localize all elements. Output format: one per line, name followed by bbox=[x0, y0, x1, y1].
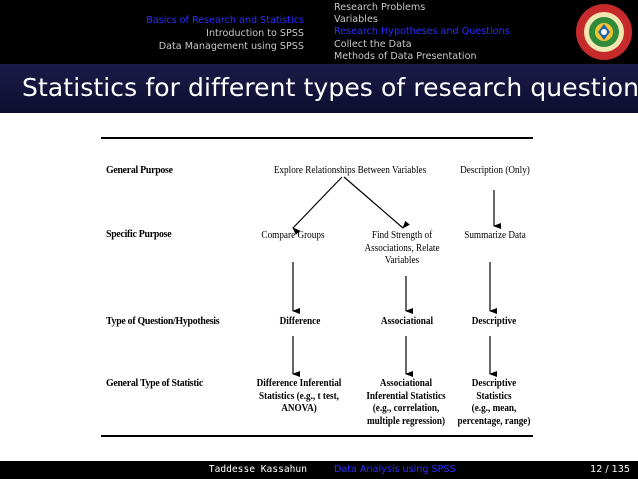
associational-stat-line-4: multiple regression) bbox=[366, 415, 446, 427]
difference-stat-line-3: ANOVA) bbox=[281, 403, 317, 414]
nav-subsection-variables[interactable]: Variables bbox=[334, 14, 378, 26]
nav-subsection-data-presentation[interactable]: Methods of Data Presentation bbox=[334, 50, 477, 62]
compare-groups-label: Compare Groups bbox=[261, 230, 325, 241]
associational-stat-line-2: Inferential Statistics bbox=[366, 390, 446, 402]
find-strength-line-2: Associations, Relate bbox=[364, 242, 440, 254]
difference-stat-line-2: Statistics (e.g., t test, bbox=[259, 390, 339, 402]
associational-stat-line-3: (e.g., correlation, bbox=[372, 403, 440, 414]
summarize-data-label: Summarize Data bbox=[464, 230, 526, 241]
descriptive-stat-line-2: (e.g., mean, bbox=[471, 403, 517, 414]
find-strength-label: Find Strength of Associations, Relate Va… bbox=[356, 230, 448, 268]
explore-relationships-text: Explore Relationships Between Variables bbox=[273, 165, 427, 176]
difference-statistics-label: Difference Inferential Statistics (e.g.,… bbox=[250, 378, 348, 416]
nav-subsection-research-problems[interactable]: Research Problems bbox=[334, 2, 426, 13]
nav-section-spss-intro[interactable]: Introduction to SPSS bbox=[206, 28, 304, 39]
branch-arrow-compare bbox=[292, 176, 343, 236]
footer-course-title[interactable]: Data Analysis using SPSS bbox=[334, 464, 456, 475]
explore-relationships-label: Explore Relationships Between Variables bbox=[258, 165, 442, 178]
descriptive-statistics-label: Descriptive Statistics (e.g., mean, perc… bbox=[454, 378, 535, 428]
slide-title: Statistics for different types of resear… bbox=[22, 73, 638, 102]
section-nav-left: Basics of Research and Statistics Introd… bbox=[0, 14, 304, 53]
nav-section-data-management[interactable]: Data Management using SPSS bbox=[158, 41, 304, 52]
row-label-statistic-type: General Type of Statistic bbox=[106, 378, 203, 389]
find-strength-line-1: Find Strength of bbox=[371, 230, 433, 241]
description-only-label: Description (Only) bbox=[455, 165, 534, 178]
navigation-header: Basics of Research and Statistics Introd… bbox=[0, 0, 638, 64]
slide-title-bar: Statistics for different types of resear… bbox=[0, 64, 638, 113]
subsection-nav-right: Research Problems Variables Research Hyp… bbox=[334, 2, 510, 63]
associational-label: Associational bbox=[380, 316, 434, 327]
difference-stat-line-1: Difference Inferential bbox=[256, 378, 342, 389]
difference-label: Difference bbox=[279, 316, 321, 327]
row-label-specific-purpose: Specific Purpose bbox=[106, 229, 172, 240]
figure-top-rule bbox=[101, 137, 533, 139]
associational-stat-line-1: Associational bbox=[379, 378, 433, 389]
nav-subsection-collect-data[interactable]: Collect the Data bbox=[334, 38, 412, 50]
nav-section-basics[interactable]: Basics of Research and Statistics bbox=[146, 15, 304, 26]
branch-arrow-strength bbox=[343, 176, 410, 229]
associational-statistics-label: Associational Inferential Statistics (e.… bbox=[360, 378, 452, 428]
nav-subsection-hypotheses[interactable]: Research Hypotheses and Questions bbox=[334, 26, 510, 38]
descriptive-stat-line-3: percentage, range) bbox=[457, 415, 531, 427]
footer-author-cell: Taddesse Kassahun bbox=[0, 461, 321, 479]
footer-author: Taddesse Kassahun bbox=[208, 464, 307, 475]
figure-bottom-rule bbox=[101, 435, 533, 437]
find-strength-line-3: Variables bbox=[384, 255, 420, 266]
slide-footer: Taddesse Kassahun Data Analysis using SP… bbox=[0, 461, 638, 479]
row-label-general-purpose: General Purpose bbox=[106, 165, 173, 176]
description-only-text: Description (Only) bbox=[460, 165, 530, 176]
descriptive-stat-line-1: Descriptive Statistics bbox=[471, 378, 517, 402]
descriptive-label: Descriptive bbox=[471, 316, 517, 327]
university-seal-icon bbox=[576, 4, 632, 60]
row-label-question-type: Type of Question/Hypothesis bbox=[106, 316, 220, 327]
footer-page-number: 12 / 135 bbox=[590, 464, 630, 475]
